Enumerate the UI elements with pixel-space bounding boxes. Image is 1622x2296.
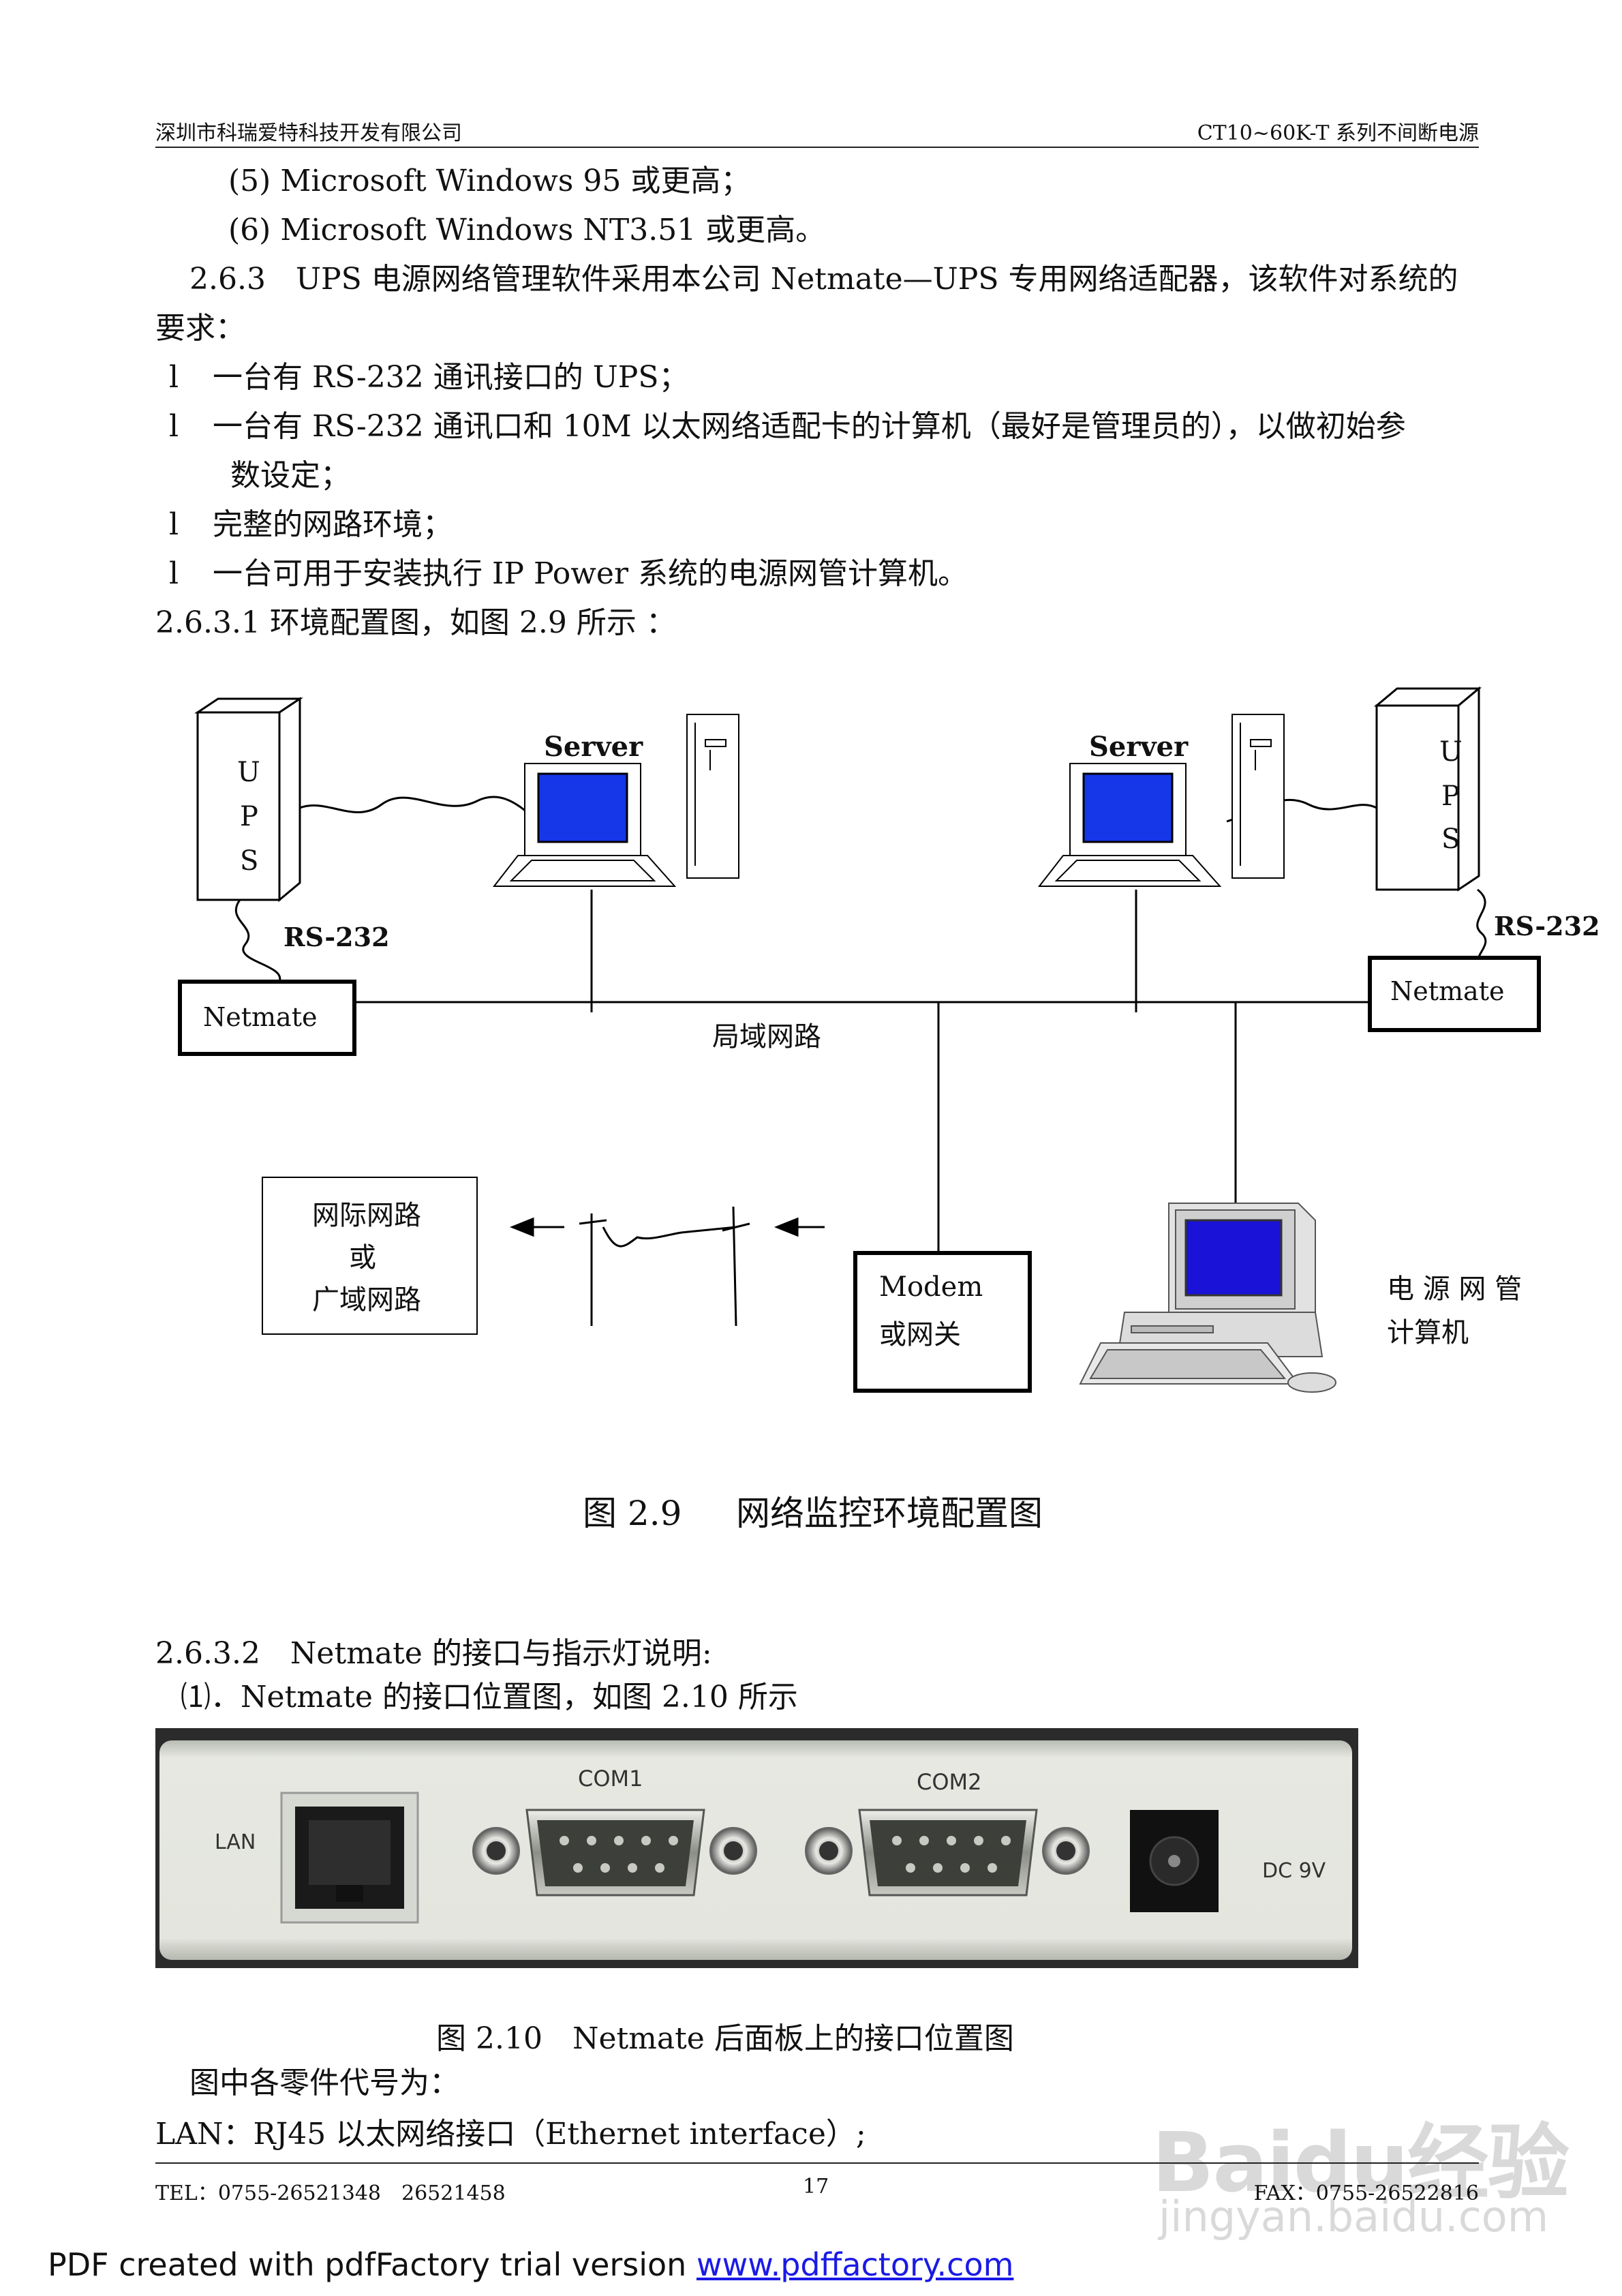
netmate-rear-panel	[155, 1728, 1358, 1968]
text-line: 2.6.3 UPS 电源网络管理软件采用本公司 Netmate—UPS 专用网络…	[189, 262, 1458, 297]
server-label-right: Server	[1089, 731, 1189, 763]
bullet-marker: l	[169, 360, 179, 395]
panel-com1-label: COM1	[578, 1766, 643, 1792]
figure-title: 网络监控环境配置图	[736, 1494, 1043, 1533]
server-right	[1037, 714, 1285, 887]
watermark-url: jingyan.baidu.com	[1159, 2192, 1549, 2241]
bullet-item-cont: 数设定；	[230, 458, 350, 493]
figure-caption: 图 2.10 Netmate 后面板上的接口位置图	[436, 2021, 1014, 2056]
header-rule	[155, 147, 1479, 148]
pdf-notice-text: PDF created with pdfFactory trial versio…	[48, 2246, 697, 2283]
panel-com2-label: COM2	[917, 1769, 982, 1795]
header-company: 深圳市科瑞爱特科技开发有限公司	[155, 121, 462, 145]
text-line: 2.6.3.2 Netmate 的接口与指示灯说明:	[155, 1636, 712, 1671]
rs232-label-right: RS-232	[1494, 911, 1600, 941]
netmate-label-left: Netmate	[203, 1002, 318, 1032]
footer-fax: FAX：0755-26522816	[1253, 2181, 1479, 2205]
internet-label: 或	[349, 1242, 376, 1273]
bullet-item: 一台可用于安装执行 IP Power 系统的电源网管计算机。	[213, 556, 968, 591]
mgmt-label: 电 源 网 管	[1387, 1273, 1522, 1305]
text-line: ⑴．Netmate 的接口位置图，如图 2.10 所示	[181, 1680, 798, 1715]
server-left	[492, 714, 739, 887]
ups-right-letter: U	[1439, 736, 1463, 768]
internet-label: 广域网路	[312, 1284, 421, 1316]
pdffactory-link[interactable]: www.pdffactory.com	[696, 2246, 1014, 2283]
bullet-item: 一台有 RS-232 通讯口和 10M 以太网络适配卡的计算机（最好是管理员的）…	[213, 409, 1406, 444]
ups-left	[194, 697, 303, 903]
footer-rule	[155, 2162, 1479, 2164]
bullet-item: 完整的网路环境；	[213, 507, 453, 542]
mgmt-computer	[1079, 1203, 1336, 1393]
ups-left-letter: P	[240, 801, 258, 832]
netmate-label-right: Netmate	[1390, 976, 1505, 1006]
ups-right-letter: S	[1441, 824, 1460, 855]
ups-right	[1373, 686, 1482, 892]
lan-label: 局域网路	[712, 1021, 821, 1053]
internet-label: 网际网路	[312, 1200, 421, 1231]
page-number: 17	[803, 2175, 829, 2199]
ups-right-letter: P	[1441, 781, 1460, 812]
text-line: 要求：	[155, 311, 245, 346]
rs232-label-left: RS-232	[284, 922, 390, 952]
bullet-item: 一台有 RS-232 通讯接口的 UPS；	[213, 360, 689, 395]
header-product: CT10~60K-T 系列不间断电源	[1197, 121, 1479, 145]
text-line: 2.6.3.1 环境配置图，如图 2.9 所示 ：	[155, 605, 676, 640]
modem-label: 或网关	[879, 1319, 961, 1350]
bullet-marker: l	[169, 556, 179, 591]
panel-dc-label: DC 9V	[1262, 1859, 1326, 1883]
text-line: LAN：RJ45 以太网络接口（Ethernet interface）;	[155, 2117, 866, 2151]
panel-lan-label: LAN	[215, 1830, 256, 1854]
bullet-marker: l	[169, 507, 179, 542]
mgmt-label: 计算机	[1387, 1317, 1469, 1348]
server-label-left: Server	[544, 731, 643, 763]
text-line: (5) Microsoft Windows 95 或更高；	[228, 164, 751, 198]
ups-left-letter: U	[237, 757, 260, 788]
modem-label: Modem	[879, 1271, 983, 1303]
pdf-notice: PDF created with pdfFactory trial versio…	[48, 2246, 1013, 2283]
bullet-marker: l	[169, 409, 179, 444]
footer-tel: TEL：0755-26521348 26521458	[155, 2181, 506, 2205]
text-line: 图中各零件代号为：	[189, 2066, 459, 2100]
figure-number: 图 2.9	[583, 1494, 682, 1533]
ups-left-letter: S	[240, 845, 259, 877]
text-line: (6) Microsoft Windows NT3.51 或更高。	[228, 213, 826, 247]
